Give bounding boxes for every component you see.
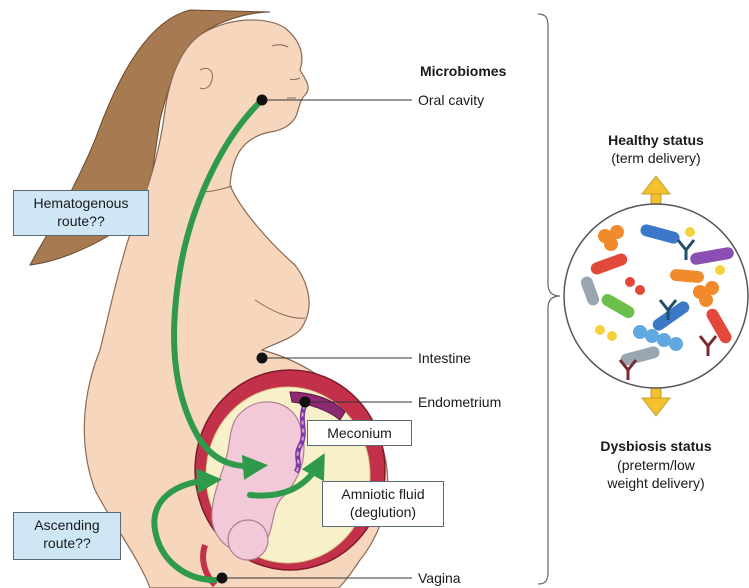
ascending-line-2: route?? bbox=[20, 534, 114, 552]
oral-cavity-dot bbox=[257, 95, 268, 106]
microbiomes-brace bbox=[538, 14, 560, 584]
hematogenous-line-2: route?? bbox=[20, 212, 142, 230]
amniotic-line-2: (deglution) bbox=[329, 503, 437, 521]
dysbiosis-status-sub-1: (preterm/low bbox=[580, 457, 732, 474]
meconium-label: Meconium bbox=[314, 424, 405, 442]
intestine-dot bbox=[257, 353, 268, 364]
oral-cavity-label: Oral cavity bbox=[418, 92, 484, 109]
healthy-status-sub: (term delivery) bbox=[586, 150, 726, 167]
hematogenous-route-box: Hematogenous route?? bbox=[13, 190, 149, 236]
intestine-label: Intestine bbox=[418, 350, 471, 367]
hematogenous-line-1: Hematogenous bbox=[20, 194, 142, 212]
amniotic-fluid-box: Amniotic fluid (deglution) bbox=[322, 481, 444, 527]
healthy-status-title: Healthy status bbox=[586, 132, 726, 149]
ascending-line-1: Ascending bbox=[20, 516, 114, 534]
endometrium-label: Endometrium bbox=[418, 394, 501, 411]
dysbiosis-status-title: Dysbiosis status bbox=[580, 438, 732, 455]
meconium-box: Meconium bbox=[307, 420, 412, 446]
microbiomes-title: Microbiomes bbox=[420, 63, 506, 80]
endometrium-dot bbox=[300, 397, 311, 408]
ascending-route-box: Ascending route?? bbox=[13, 512, 121, 560]
dysbiosis-status-sub-2: weight delivery) bbox=[580, 475, 732, 492]
amniotic-line-1: Amniotic fluid bbox=[329, 485, 437, 503]
fetus-head bbox=[228, 520, 268, 560]
vagina-label: Vagina bbox=[418, 570, 461, 587]
vagina-dot bbox=[217, 573, 228, 584]
